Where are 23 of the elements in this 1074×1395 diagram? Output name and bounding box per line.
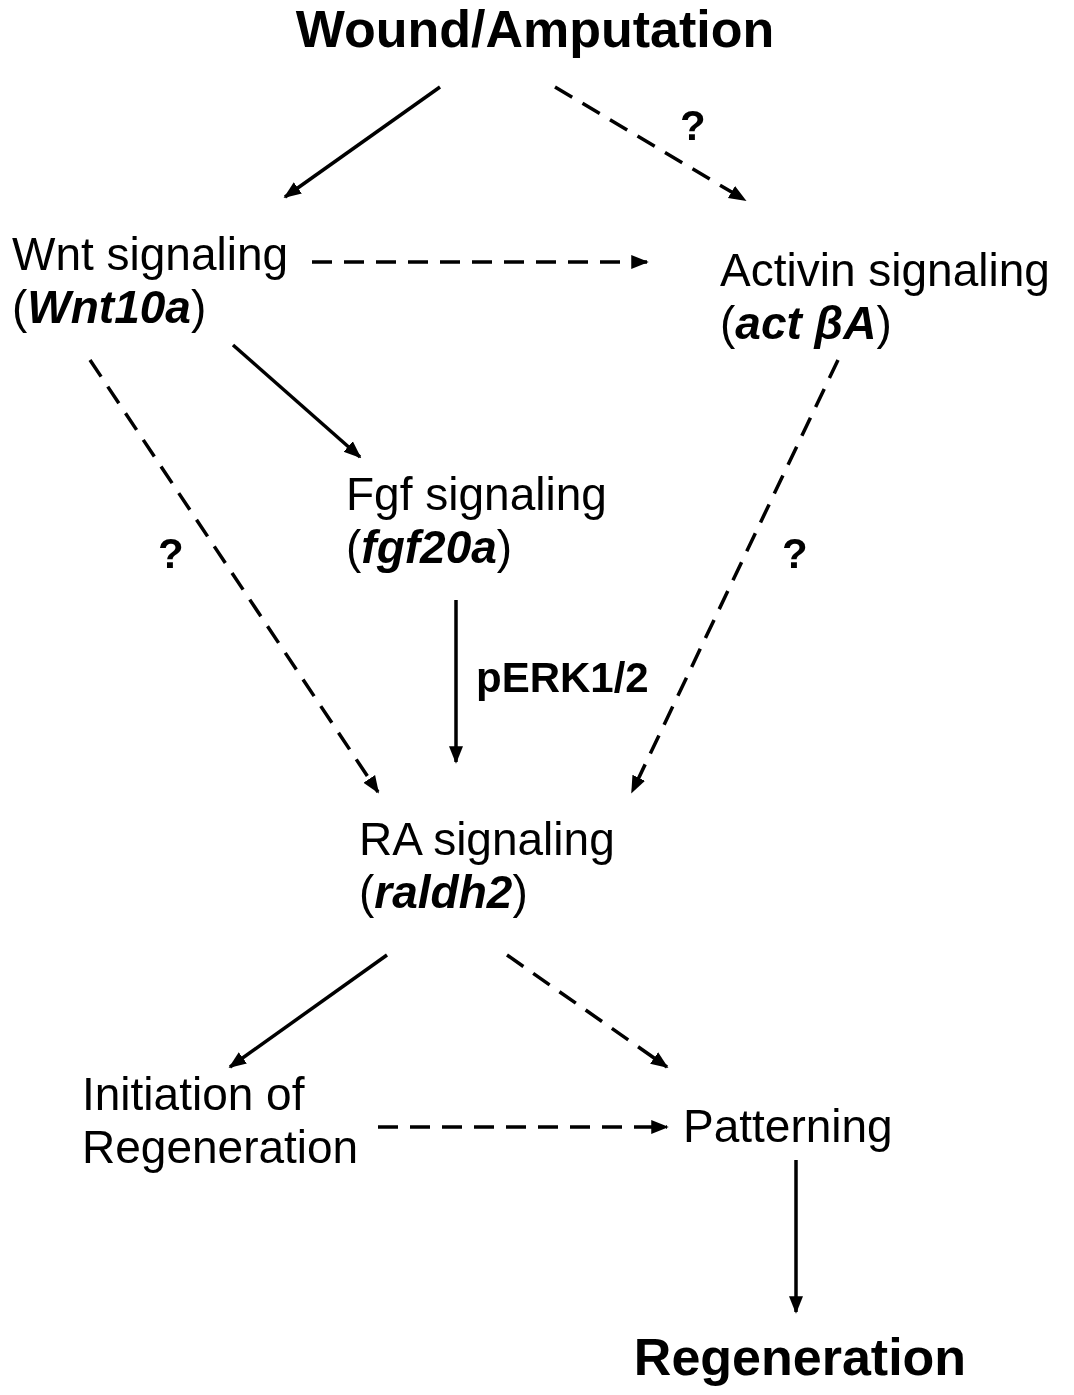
node-label: Patterning: [683, 1100, 893, 1153]
node-label: RA signaling: [359, 813, 615, 866]
arrow: [506, 953, 669, 1069]
arrow: [231, 343, 362, 459]
arrow: [630, 359, 840, 794]
node-label: Activin signaling: [720, 244, 1050, 297]
heading-label: Regeneration: [633, 1328, 967, 1388]
arrow: [228, 953, 388, 1069]
heading-label: Wound/Amputation: [295, 0, 775, 60]
gene-label: (fgf20a): [346, 520, 513, 574]
arrow: [312, 255, 649, 269]
arrow: [789, 1160, 803, 1314]
arrow: [88, 359, 380, 794]
arrow: [378, 1120, 669, 1134]
gene-label: (raldh2): [359, 865, 528, 919]
arrow: [554, 85, 747, 202]
arrow: [283, 85, 441, 199]
node-label: Wnt signaling: [12, 228, 289, 281]
node-label: Initiation of Regeneration: [82, 1068, 360, 1174]
gene-label: (act βA): [720, 296, 892, 350]
arrow: [449, 600, 463, 764]
node-label: Fgf signaling: [346, 468, 607, 521]
gene-label: (Wnt10a): [12, 280, 207, 334]
